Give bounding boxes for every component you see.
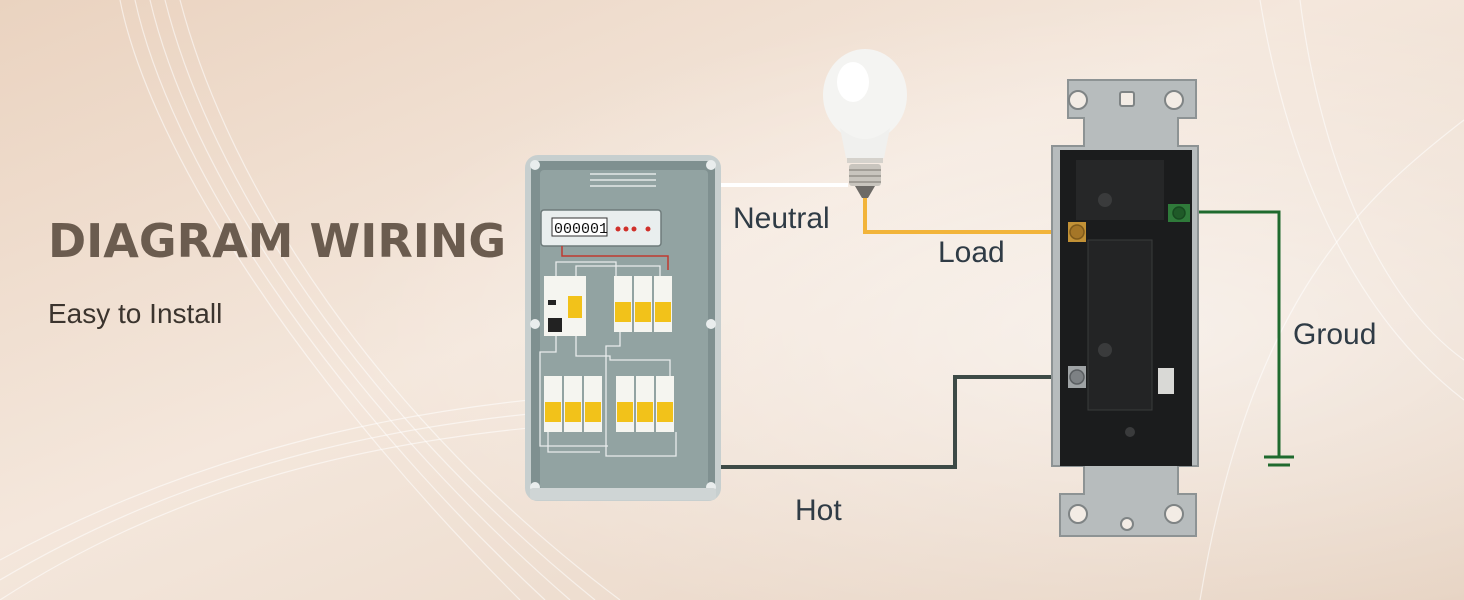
ground-screw-icon (1168, 204, 1190, 222)
ground-symbol-icon (1264, 455, 1294, 467)
breaker-panel: 000001 (525, 155, 721, 501)
meter-reading: 000001 (554, 221, 608, 238)
wall-switch (1051, 79, 1199, 537)
light-bulb-icon (823, 49, 907, 198)
brass-terminal-screw-icon (1068, 222, 1086, 242)
hot-wire (718, 375, 1078, 469)
hot-label: Hot (795, 494, 842, 527)
load-label: Load (938, 236, 1005, 269)
page-subtitle: Easy to Install (48, 298, 223, 329)
neutral-label: Neutral (733, 202, 830, 235)
ground-wire (1190, 210, 1281, 456)
ground-label: Groud (1293, 318, 1377, 351)
load-wire (863, 195, 1078, 234)
silver-terminal-screw-icon (1068, 366, 1086, 388)
page-title: DIAGRAM WIRING (48, 214, 507, 268)
